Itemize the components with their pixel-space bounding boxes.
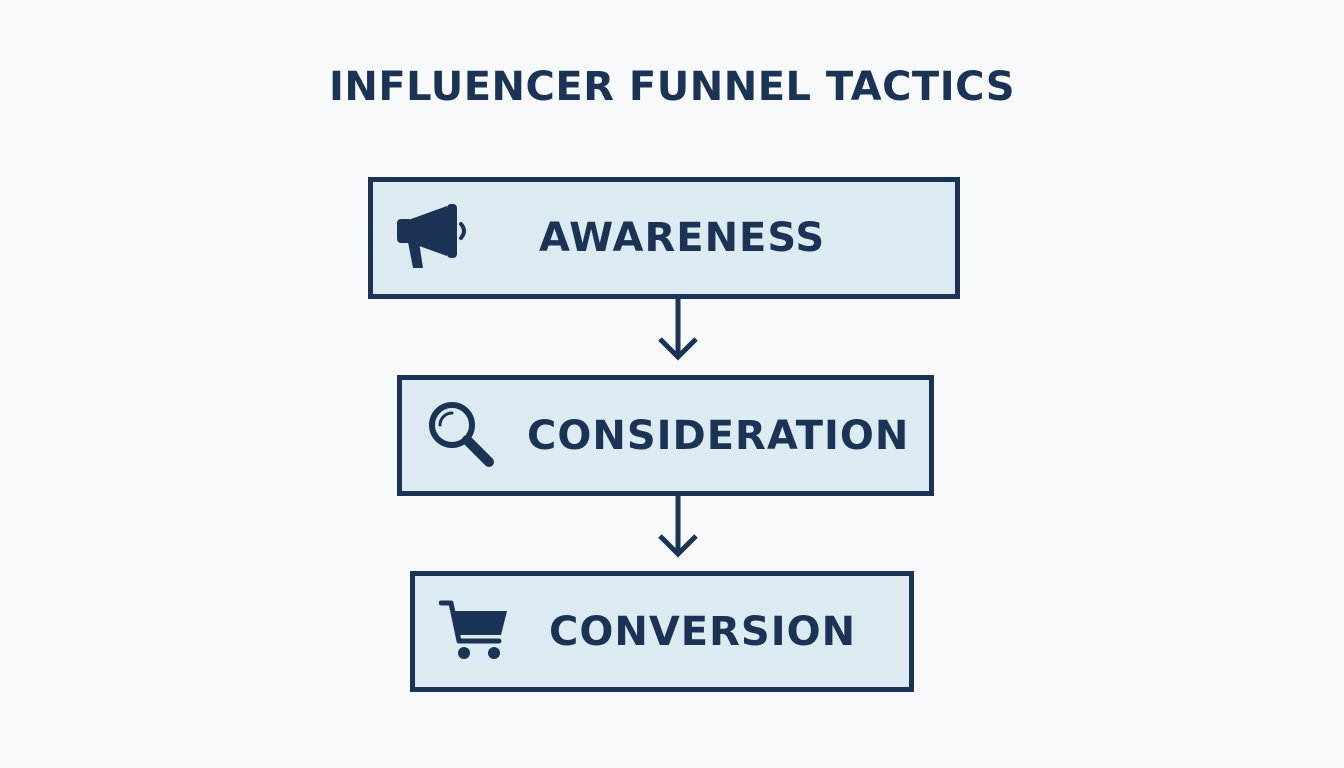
funnel-stage-conversion: CONVERSION — [410, 571, 914, 692]
funnel-stage-awareness: AWARENESS — [368, 177, 960, 299]
stage-label-conversion: CONVERSION — [549, 608, 857, 655]
funnel-stage-consideration: CONSIDERATION — [397, 375, 934, 496]
magnifying-glass-icon — [424, 397, 498, 475]
shopping-cart-icon — [438, 597, 511, 667]
megaphone-icon — [395, 202, 469, 274]
arrow-down-icon — [655, 297, 701, 367]
arrow-down-icon — [655, 494, 701, 564]
diagram-title: INFLUENCER FUNNEL TACTICS — [329, 64, 1015, 110]
stage-label-consideration: CONSIDERATION — [527, 412, 910, 459]
stage-label-awareness: AWARENESS — [539, 215, 826, 261]
